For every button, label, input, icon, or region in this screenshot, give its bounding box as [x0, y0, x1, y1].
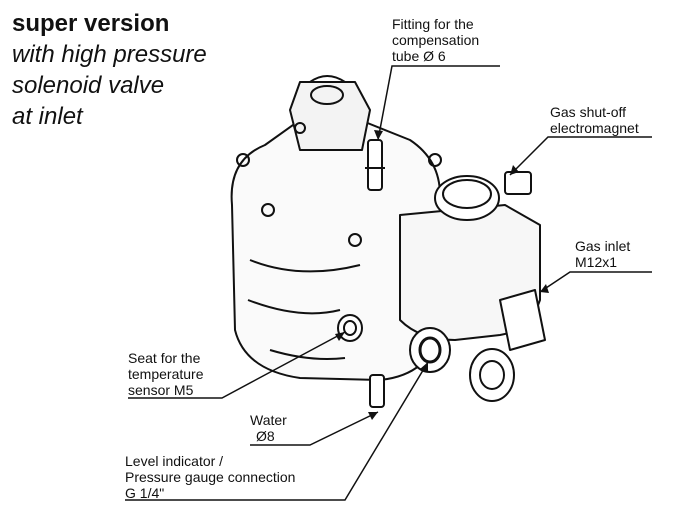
label-temperature-seat: Seat for the temperature sensor M5 [128, 350, 203, 398]
label-level-indicator-line-1: Level indicator / [125, 453, 224, 469]
label-electromagnet: Gas shut-off electromagnet [550, 104, 639, 136]
title-block: super version with high pressure solenoi… [12, 8, 207, 132]
label-fitting-line-2: compensation [392, 32, 480, 48]
title-line-4: at inlet [12, 103, 83, 130]
label-level-indicator: Level indicator / Pressure gauge connect… [125, 453, 295, 501]
label-water-line-1: Water [250, 412, 287, 428]
label-gas-inlet: Gas inlet M12x1 [575, 238, 630, 270]
label-temperature-seat-line-3: sensor M5 [128, 382, 194, 398]
label-water-line-2: Ø8 [256, 428, 275, 444]
label-electromagnet-line-2: electromagnet [550, 120, 639, 136]
label-level-indicator-line-3: G 1/4" [125, 485, 165, 501]
label-fitting-line-3: tube Ø 6 [392, 48, 446, 64]
label-water: Water Ø8 [250, 412, 287, 444]
title-line-1: super version [12, 10, 170, 37]
label-temperature-seat-line-1: Seat for the [128, 350, 201, 366]
label-gas-inlet-line-1: Gas inlet [575, 238, 631, 254]
title-line-2: with high pressure [12, 41, 207, 68]
label-fitting: Fitting for the compensation tube Ø 6 [392, 16, 479, 64]
label-temperature-seat-line-2: temperature [128, 366, 204, 382]
label-electromagnet-line-1: Gas shut-off [550, 104, 627, 120]
label-level-indicator-line-2: Pressure gauge connection [125, 469, 296, 485]
label-fitting-line-1: Fitting for the [392, 16, 474, 32]
label-gas-inlet-line-2: M12x1 [575, 254, 618, 270]
title-line-3: solenoid valve [12, 72, 165, 99]
